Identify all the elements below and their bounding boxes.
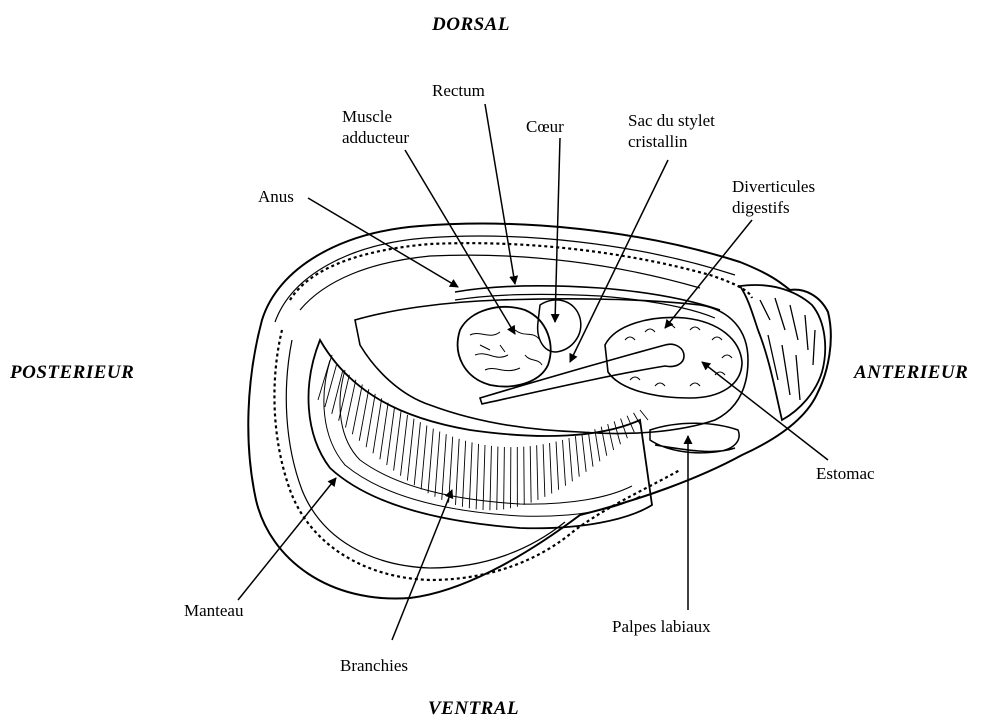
gill-lamella xyxy=(352,384,362,434)
leader-diverticules xyxy=(665,220,752,328)
digestive-diverticula xyxy=(605,317,742,398)
gill-lamella xyxy=(387,407,395,465)
rectum xyxy=(455,286,720,310)
gills xyxy=(322,345,650,470)
gill-lamella xyxy=(543,444,545,497)
labial-palps xyxy=(650,423,739,453)
gill-lamella xyxy=(530,446,531,502)
gill-lamella xyxy=(550,443,552,493)
gill-lamella xyxy=(469,442,472,508)
gill-lamella xyxy=(569,438,572,481)
gill-lamella xyxy=(504,447,505,509)
gill-lamella xyxy=(414,422,420,485)
gill-lamella xyxy=(401,415,408,476)
shell-outline xyxy=(248,224,831,599)
leader-rectum xyxy=(485,104,515,284)
gill-lamella xyxy=(394,411,401,470)
gill-lamella xyxy=(582,434,586,472)
gill-lamella xyxy=(456,439,460,505)
gill-lamella xyxy=(556,442,559,490)
leader-estomac xyxy=(702,362,828,460)
gill-lamella xyxy=(366,394,375,447)
gill-lamella xyxy=(373,398,382,453)
gill-lamella xyxy=(490,446,492,510)
gill-lamella xyxy=(380,403,388,460)
gill-lamella xyxy=(595,429,600,461)
gill-lamella xyxy=(359,389,369,441)
gill-lamella xyxy=(640,410,648,420)
gill-lamella xyxy=(428,429,433,494)
gill-lamella xyxy=(435,432,440,497)
gill-lamella xyxy=(621,419,628,439)
gill-lamella xyxy=(407,419,414,481)
gill-lamella xyxy=(421,426,427,490)
gill-lamella xyxy=(497,447,498,510)
gill-lamella xyxy=(608,424,614,450)
gill-lamella xyxy=(346,380,356,428)
gill-lamella xyxy=(462,441,465,507)
gill-lamella xyxy=(563,440,566,486)
gill-lamella xyxy=(483,445,485,510)
gill-lamella xyxy=(537,445,538,500)
gill-lamella xyxy=(524,447,525,505)
leader-anus xyxy=(308,198,458,287)
gill-lamella xyxy=(588,432,593,467)
gill-lamella xyxy=(442,434,447,500)
gill-lamella xyxy=(575,436,579,477)
adductor-muscle xyxy=(458,307,551,387)
mantle-frilly-edge xyxy=(274,243,752,580)
